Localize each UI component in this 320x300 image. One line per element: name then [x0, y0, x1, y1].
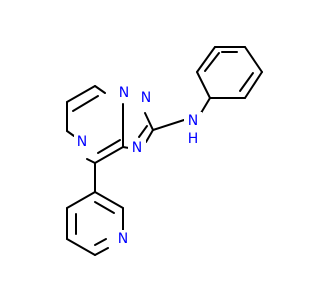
bond	[66, 191, 96, 209]
atom-mask	[115, 84, 133, 102]
bond	[138, 125, 148, 138]
atom-mask	[184, 112, 202, 130]
atom-mask	[184, 130, 202, 148]
bond	[94, 191, 124, 209]
bond	[94, 201, 115, 214]
atom-mask	[128, 139, 146, 157]
pyrazine-nitrogen-label: N	[77, 134, 87, 150]
triazole-nitrogen-left-label: N	[141, 90, 151, 106]
bond	[94, 85, 106, 94]
bond	[200, 97, 211, 114]
bond	[152, 119, 185, 131]
bond	[72, 95, 99, 112]
bond	[144, 112, 154, 131]
bond	[196, 71, 211, 99]
pyridine-ring	[66, 162, 124, 256]
bond	[66, 238, 96, 256]
bond	[145, 129, 154, 143]
amine-nitrogen-label: N	[188, 113, 198, 129]
bond	[204, 52, 220, 72]
bond	[244, 71, 263, 99]
phenyl-ring	[196, 46, 263, 99]
atom-mask	[137, 90, 155, 108]
bond	[94, 238, 107, 246]
bond	[244, 46, 263, 73]
bond	[66, 85, 96, 103]
bond	[66, 130, 75, 137]
pyridine-nitrogen-label: N	[118, 231, 128, 247]
bond	[94, 247, 109, 256]
atom-mask	[114, 230, 132, 248]
amine-hydrogen-label: H	[188, 131, 199, 147]
bond	[97, 139, 121, 154]
triazole-nitrogen-lower-label: N	[132, 140, 142, 156]
pyrazine-ring	[66, 85, 124, 164]
triazole-nitrogen-top-label: N	[119, 85, 129, 101]
bond	[196, 46, 216, 73]
molecule-canvas: N N N N N N H	[66, 46, 263, 256]
aniline-linker	[152, 97, 211, 131]
molecule-diagram: N N N N N N H	[66, 46, 263, 256]
bond	[239, 72, 254, 92]
atom-mask	[74, 135, 90, 151]
bond	[94, 146, 124, 164]
bond	[86, 158, 96, 164]
